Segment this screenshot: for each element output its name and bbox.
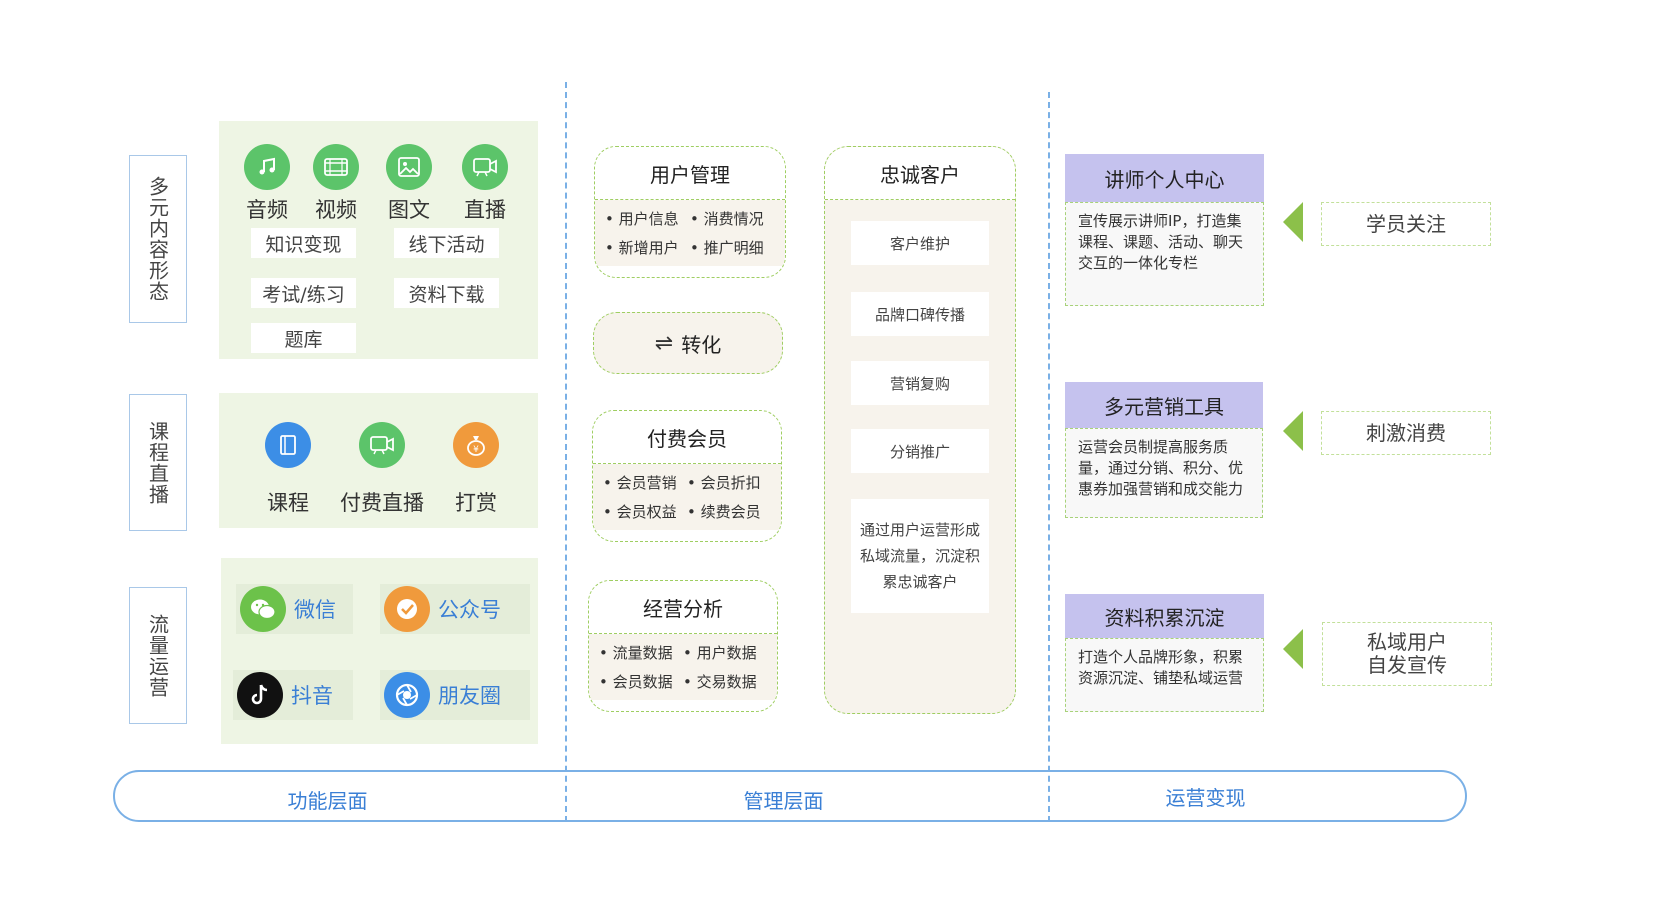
list-item: 会员折扣 xyxy=(687,472,771,493)
marketing-tools-desc: 运营会员制提高服务质量，通过分销、积分、优惠券加强营销和成交能力 xyxy=(1065,428,1263,518)
target-stimulate-consumption: 刺激消费 xyxy=(1321,411,1491,455)
list-item: 用户数据 xyxy=(683,642,767,663)
paid-member-items: 会员营销 会员折扣 会员权益 续费会员 xyxy=(593,464,781,530)
official-account-label: 公众号 xyxy=(438,598,501,622)
paid-live-icon xyxy=(359,422,405,468)
official-account-item: 公众号 xyxy=(380,584,530,634)
target-student-follow: 学员关注 xyxy=(1321,202,1491,246)
bottom-layer-bar xyxy=(113,770,1467,822)
list-item: 消费情况 xyxy=(690,208,775,229)
list-item: 续费会员 xyxy=(687,501,771,522)
label-traffic-ops: 流量运营 xyxy=(129,587,187,724)
bottom-label-function: 功能层面 xyxy=(287,789,368,813)
label-content-forms-text: 多元内容形态 xyxy=(145,176,170,302)
moments-item: 朋友圈 xyxy=(380,670,530,720)
user-management-title: 用户管理 xyxy=(595,147,785,200)
tag-material-download: 资料下载 xyxy=(394,278,499,308)
film-icon xyxy=(313,144,359,190)
paid-live-label: 付费直播 xyxy=(340,491,424,515)
list-item: 流量数据 xyxy=(599,642,683,663)
label-course-live: 课程直播 xyxy=(129,394,187,531)
douyin-item: 抖音 xyxy=(233,670,353,720)
business-analysis-card: 经营分析 流量数据 用户数据 会员数据 交易数据 xyxy=(588,580,778,712)
image-text-label: 图文 xyxy=(388,198,430,222)
list-item: 用户信息 xyxy=(605,208,690,229)
loyal-item: 营销复购 xyxy=(851,361,989,405)
verified-badge-icon xyxy=(384,586,430,632)
douyin-label: 抖音 xyxy=(291,684,333,708)
bottom-label-management: 管理层面 xyxy=(743,789,824,813)
label-content-forms: 多元内容形态 xyxy=(129,155,187,323)
video-item xyxy=(313,144,359,190)
loyal-customer-title: 忠诚客户 xyxy=(825,147,1015,200)
arrow-left-icon xyxy=(1283,629,1303,669)
audio-item xyxy=(244,144,290,190)
swap-arrows-icon: ⇌ xyxy=(654,330,674,356)
lecturer-center-desc: 宣传展示讲师IP，打造集课程、课题、活动、聊天交互的一体化专栏 xyxy=(1065,202,1264,306)
list-item: 会员数据 xyxy=(599,671,683,692)
live-label: 直播 xyxy=(464,198,506,222)
loyal-desc: 通过用户运营形成私域流量，沉淀积累忠诚客户 xyxy=(851,499,989,613)
convert-label: 转化 xyxy=(681,332,722,357)
label-course-live-text: 课程直播 xyxy=(145,420,170,505)
course-label: 课程 xyxy=(267,491,309,515)
list-item: 会员营销 xyxy=(603,472,687,493)
money-bag-icon: ¥ xyxy=(453,422,499,468)
material-accumulation-title: 资料积累沉淀 xyxy=(1065,594,1264,638)
reward-label: 打赏 xyxy=(455,491,497,515)
paid-member-card: 付费会员 会员营销 会员折扣 会员权益 续费会员 xyxy=(592,410,782,542)
book-icon xyxy=(265,422,311,468)
moments-label: 朋友圈 xyxy=(438,684,501,708)
video-label: 视频 xyxy=(315,198,357,222)
tiktok-icon xyxy=(237,672,283,718)
user-management-items: 用户信息 消费情况 新增用户 推广明细 xyxy=(595,200,785,266)
image-text-item xyxy=(386,144,432,190)
tag-question-bank: 题库 xyxy=(251,323,356,353)
business-analysis-items: 流量数据 用户数据 会员数据 交易数据 xyxy=(589,634,777,700)
list-item: 会员权益 xyxy=(603,501,687,522)
divider-right xyxy=(1048,92,1050,822)
tag-knowledge-monetization: 知识变现 xyxy=(251,228,356,258)
business-analysis-title: 经营分析 xyxy=(589,581,777,634)
loyal-item: 分销推广 xyxy=(851,429,989,473)
loyal-item: 品牌口碑传播 xyxy=(851,292,989,336)
bottom-label-operation: 运营变现 xyxy=(1165,786,1246,810)
tag-offline-activity: 线下活动 xyxy=(394,228,499,258)
arrow-left-icon xyxy=(1283,411,1303,451)
paid-member-title: 付费会员 xyxy=(593,411,781,464)
wechat-label: 微信 xyxy=(294,598,336,622)
convert-box: ⇌ 转化 xyxy=(593,312,783,374)
list-item: 新增用户 xyxy=(605,237,690,258)
image-icon xyxy=(386,144,432,190)
list-item: 交易数据 xyxy=(683,671,767,692)
music-icon xyxy=(244,144,290,190)
divider-left xyxy=(565,82,567,822)
wechat-icon xyxy=(240,586,286,632)
live-camera-icon xyxy=(462,144,508,190)
camera-shutter-icon xyxy=(384,672,430,718)
user-management-card: 用户管理 用户信息 消费情况 新增用户 推广明细 xyxy=(594,146,786,278)
live-item xyxy=(462,144,508,190)
marketing-tools-title: 多元营销工具 xyxy=(1065,382,1263,428)
svg-text:¥: ¥ xyxy=(473,445,479,455)
arrow-left-icon xyxy=(1283,202,1303,242)
list-item: 推广明细 xyxy=(690,237,775,258)
target-private-users: 私域用户 自发宣传 xyxy=(1322,622,1492,686)
tag-exam-practice: 考试/练习 xyxy=(251,278,356,308)
wechat-item: 微信 xyxy=(236,584,353,634)
lecturer-center-title: 讲师个人中心 xyxy=(1065,154,1264,202)
audio-label: 音频 xyxy=(246,198,288,222)
loyal-item: 客户维护 xyxy=(851,221,989,265)
material-accumulation-desc: 打造个人品牌形象，积累资源沉淀、铺垫私域运营 xyxy=(1065,638,1264,712)
label-traffic-ops-text: 流量运营 xyxy=(145,613,170,698)
